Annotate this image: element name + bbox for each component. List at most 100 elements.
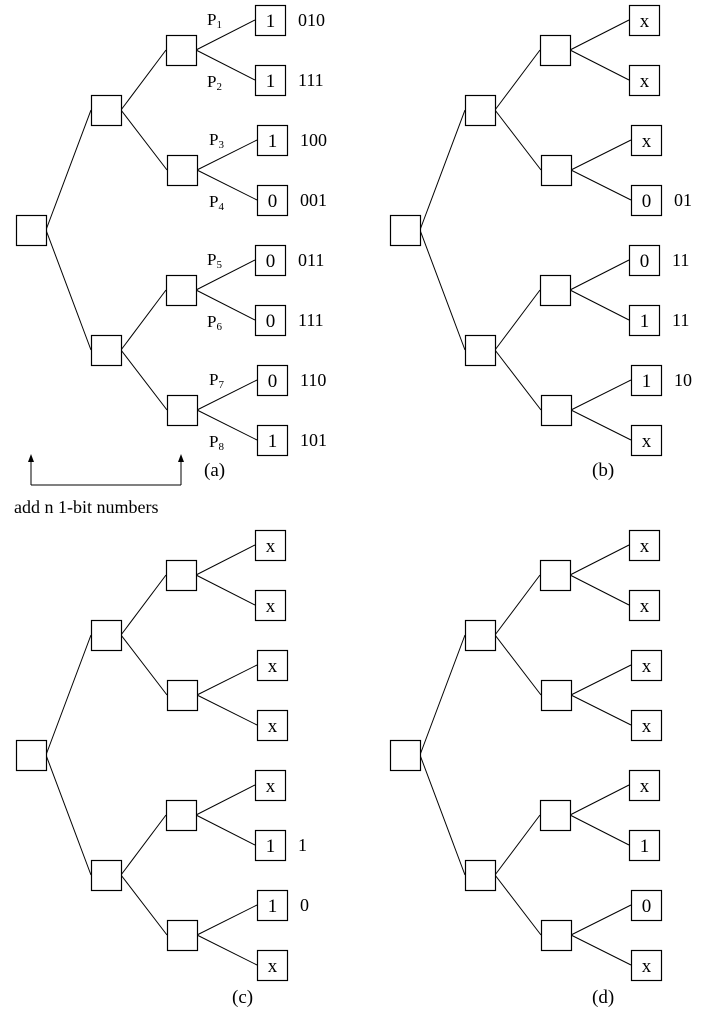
internal-node — [539, 34, 572, 67]
leaf-value: x — [266, 596, 276, 617]
leaf-value: x — [266, 776, 276, 797]
root-node — [389, 739, 422, 772]
leaf-node: x — [628, 4, 661, 37]
edge-subnode-to-leaf — [570, 379, 632, 411]
leaf-value: 1 — [268, 896, 278, 917]
edge-node-to-subnode — [120, 349, 168, 411]
leaf-box — [628, 4, 661, 37]
edge-subnode-to-leaf — [569, 574, 630, 606]
edge-node-to-subnode — [120, 814, 167, 876]
leaf-bit-label: 100 — [300, 130, 327, 150]
edge-subnode-to-leaf — [570, 169, 632, 201]
edge-subnode-to-leaf — [569, 19, 630, 51]
leaf-value: 1 — [266, 836, 276, 857]
root-node — [389, 214, 422, 247]
processor-letter: P — [207, 250, 216, 269]
root-node — [15, 214, 48, 247]
leaf-bit-label: 101 — [300, 430, 327, 450]
leaf-node: x — [628, 589, 661, 622]
leaf-box — [256, 424, 289, 457]
arrow-right-head-icon — [178, 454, 184, 462]
processor-label: P6 — [207, 312, 222, 333]
leaf-value: x — [642, 131, 652, 152]
edge-subnode-to-leaf — [570, 694, 632, 726]
internal-node — [166, 919, 199, 952]
internal-node — [464, 859, 497, 892]
edge-root-to-node — [419, 754, 466, 876]
leaf-box — [630, 889, 663, 922]
edge-subnode-to-leaf — [196, 139, 258, 171]
edge-node-to-subnode — [494, 289, 541, 351]
processor-label: P4 — [209, 192, 224, 213]
edge-subnode-to-leaf — [196, 664, 258, 696]
leaf-box — [628, 529, 661, 562]
leaf-box — [630, 124, 663, 157]
internal-node — [539, 799, 572, 832]
edge-root-to-node — [419, 229, 466, 351]
leaf-box — [256, 709, 289, 742]
leaf-value: 0 — [642, 191, 652, 212]
leaf-value: 0 — [266, 251, 276, 272]
leaf-value: x — [640, 596, 650, 617]
processor-letter: P — [209, 370, 218, 389]
leaf-value: 0 — [640, 251, 650, 272]
processor-letter: P — [207, 312, 216, 331]
leaf-box — [254, 529, 287, 562]
edge-subnode-to-leaf — [196, 169, 258, 201]
edge-root-to-node — [45, 109, 92, 231]
internal-node — [165, 559, 198, 592]
internal-node — [90, 619, 123, 652]
leaf-bit-label: 010 — [298, 10, 325, 30]
edge-subnode-to-leaf — [569, 289, 630, 321]
leaf-box — [254, 4, 287, 37]
processor-index: 5 — [216, 259, 222, 271]
internal-node — [166, 679, 199, 712]
processor-index: 2 — [216, 81, 222, 93]
edge-subnode-to-leaf — [569, 814, 630, 846]
internal-node — [165, 274, 198, 307]
edge-root-to-node — [45, 634, 92, 756]
leaf-box — [628, 589, 661, 622]
edge-node-to-subnode — [494, 49, 541, 111]
internal-node — [540, 679, 573, 712]
annotation-text: add n 1-bit numbers — [14, 497, 158, 517]
leaf-node: x — [254, 589, 287, 622]
leaf-box — [254, 769, 287, 802]
edge-subnode-to-leaf — [196, 934, 258, 966]
leaf-bit-label: 111 — [298, 70, 324, 90]
panel-caption: (c) — [232, 987, 253, 1008]
edge-subnode-to-leaf — [570, 664, 632, 696]
edge-subnode-to-leaf — [569, 544, 630, 576]
edge-subnode-to-leaf — [196, 694, 258, 726]
leaf-bit-label: 10 — [674, 370, 692, 390]
leaf-value: 1 — [268, 131, 278, 152]
edge-subnode-to-leaf — [570, 139, 632, 171]
edge-subnode-to-leaf — [569, 49, 630, 81]
processor-label: P5 — [207, 250, 222, 271]
leaf-value: 1 — [266, 71, 276, 92]
leaf-value: 1 — [640, 836, 650, 857]
internal-node — [464, 619, 497, 652]
leaf-box — [630, 424, 663, 457]
processor-index: 1 — [216, 19, 222, 31]
edge-subnode-to-leaf — [569, 784, 630, 816]
internal-node — [90, 94, 123, 127]
leaf-box — [630, 184, 663, 217]
internal-node — [166, 394, 199, 427]
leaf-node: 1 — [628, 829, 661, 862]
leaf-value: x — [642, 716, 652, 737]
processor-letter: P — [209, 192, 218, 211]
processor-index: 8 — [218, 441, 224, 453]
root-node — [15, 739, 48, 772]
edge-node-to-subnode — [494, 874, 542, 936]
arrow-left-head-icon — [28, 454, 34, 462]
